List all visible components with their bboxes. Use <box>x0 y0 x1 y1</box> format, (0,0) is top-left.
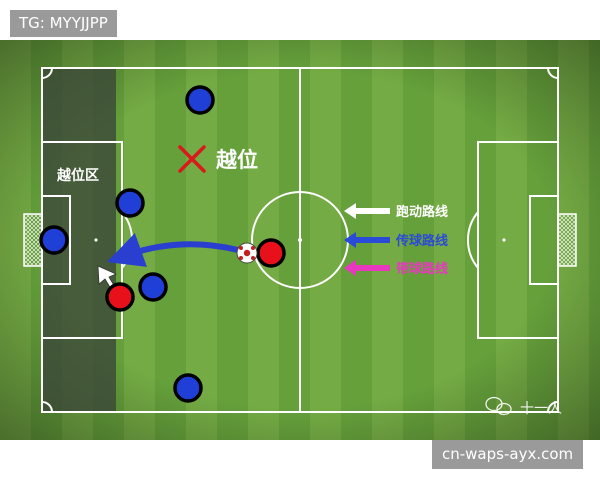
run-route-arrow <box>344 203 390 219</box>
legend-pass-label: 传球路线 <box>395 233 448 249</box>
corner-arc-br <box>547 401 559 413</box>
right-penalty-arc <box>467 211 479 269</box>
offside-zone-label: 越位区 <box>56 167 99 184</box>
bottom-caption-tag: cn-waps-ayx.com <box>432 440 584 469</box>
watermark-text: 十一人 <box>520 401 562 417</box>
blue-player <box>173 373 203 403</box>
route-legend: 跑动路线 传球路线 带球路线 <box>344 203 448 277</box>
center-spot <box>298 238 302 242</box>
corner-arc-bl <box>41 401 53 413</box>
legend-run-route: 跑动路线 <box>344 203 448 220</box>
right-goal-net <box>557 213 577 267</box>
red-players <box>105 238 286 312</box>
offside-mark-label: 越位 <box>215 148 258 172</box>
right-penalty-spot <box>502 238 506 242</box>
legend-pass-route: 传球路线 <box>344 232 448 249</box>
top-caption-tag: TG: MYYJJPP <box>10 10 117 37</box>
cross-mark-icon <box>178 145 206 173</box>
wechat-icon <box>485 396 512 416</box>
blue-player <box>39 225 69 255</box>
blue-players <box>39 85 215 403</box>
legend-dribble-label: 带球路线 <box>396 261 448 277</box>
blue-player <box>138 272 168 302</box>
corner-arc-tl <box>41 67 53 79</box>
pass-route-legend-arrow <box>344 232 390 248</box>
soccer-ball-icon <box>236 242 258 264</box>
red-player <box>256 238 286 268</box>
corner-arc-tr <box>547 67 559 79</box>
blue-player <box>185 85 215 115</box>
left-penalty-spot <box>94 238 98 242</box>
legend-run-label: 跑动路线 <box>396 204 448 220</box>
dribble-route-arrow <box>344 260 390 276</box>
legend-dribble-route: 带球路线 <box>344 260 448 277</box>
red-player <box>105 282 135 312</box>
pass-route-arrow <box>107 232 241 267</box>
blue-player <box>115 188 145 218</box>
